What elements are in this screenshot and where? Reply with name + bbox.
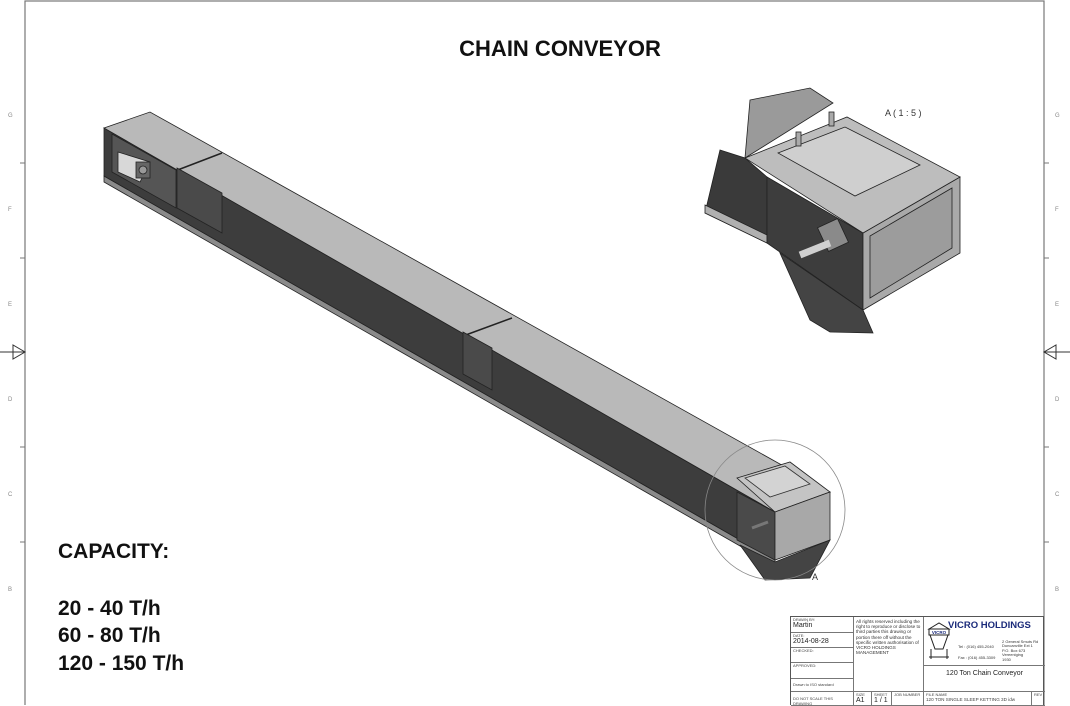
checked-cell: CHECKED: [791,648,854,663]
company-address: 2 General Smuts Rd Duncanville Ext 1 P.O… [1002,639,1039,662]
drawn-by-label: DRAWN BY: [793,617,816,622]
splice-plate [176,167,223,234]
file-name-cell: FILE NAME 120 TON SINGLE SLEEP KETTING 3… [924,692,1032,706]
capacity-range: 60 - 80 T/h [58,624,161,647]
sheet-label: SHEET [874,692,888,697]
rev-label: REV [1034,692,1043,697]
company-cell: VICRO VICRO HOLDINGS Tel : (016) 455-204… [924,617,1045,666]
size-value: A1 [856,697,865,704]
sheet-border [24,0,1045,705]
zone-letter: C [8,492,13,498]
zone-letter: B [8,587,13,593]
zone-letter: D [8,397,13,403]
head-plate [744,465,811,498]
approved-cell: APPROVED: [791,663,854,679]
file-name-value: 120 TON SINGLE SLEEP KETTING 3D idw [926,697,1016,702]
discharge-hopper [739,539,831,581]
address-line: 2 General Smuts Rd [1002,639,1039,644]
detail-circle [704,439,846,581]
file-name-label: FILE NAME [926,692,948,697]
company-logo: VICRO [927,622,951,659]
approved-label: APPROVED: [793,663,817,668]
capacity-range: 20 - 40 T/h [58,597,161,620]
title-block: DRAWN BY: Martin DATE: 2014-08-28 CHECKE… [790,616,1045,706]
centering-arrows [0,344,1070,360]
zone-letter: B [1055,587,1060,593]
detail-shaft [798,239,832,259]
zone-letter: E [8,302,13,308]
sheet-cell: SHEET 1 / 1 [872,692,892,706]
zone-letter: D [1055,397,1060,403]
rights-notice: All rights reserved including the right … [854,617,924,692]
page-title: CHAIN CONVEYOR [459,36,661,61]
standard-cell: Drawn to ISO standard [791,679,854,692]
address-line: Vereeniging [1002,652,1024,658]
zone-letter: C [1055,492,1060,498]
checked-label: CHECKED: [793,648,814,653]
standard-note: Drawn to ISO standard [793,682,834,687]
address-line: P.O. Box 673 [1002,647,1026,653]
address-line: Duncanville Ext 1 [1002,643,1033,649]
capacity-heading: CAPACITY: [58,540,170,563]
address-line: 1930 [1002,656,1011,662]
date-cell: DATE: 2014-08-28 [791,633,854,648]
sheet-value: 1 / 1 [874,697,888,704]
capacity-range: 120 - 150 T/h [58,652,185,675]
zone-letter: G [1055,113,1060,119]
zone-letter: F [8,207,12,213]
company-tel: Tel : (016) 455-2040 [958,644,994,649]
zone-letter: F [1055,207,1059,213]
drawing-title: 120 Ton Chain Conveyor [924,666,1045,692]
date-value: 2014-08-28 [793,638,829,645]
zone-letter: E [1055,302,1060,308]
detail-callout-label: A [812,572,819,582]
company-name: VICRO HOLDINGS [948,620,1031,631]
drawn-by-value: Martin [793,622,813,629]
zone-letter: G [8,113,13,119]
detail-top-plate [777,126,921,197]
drawn-by-cell: DRAWN BY: Martin [791,617,854,633]
conveyor-isometric [103,111,831,581]
no-scale-note: DO NOT SCALE THIS DRAWING [793,696,833,706]
size-cell: SIZE A1 [854,692,872,706]
detail-view-a [704,87,961,334]
company-fax: Fax : (016) 455-3309 [958,655,996,660]
svg-text:VICRO: VICRO [932,630,947,635]
rev-cell: REV [1032,692,1045,706]
head-shaft [751,520,769,530]
detail-label: A ( 1 : 5 ) [885,108,922,118]
detail-hopper [779,251,874,334]
bottom-flange [103,175,776,567]
job-number-label: JOB NUMBER [894,692,921,697]
zone-ticks [20,162,1049,543]
job-number-cell: JOB NUMBER [892,692,924,706]
date-label: DATE: [793,633,805,638]
splice-plate [462,331,493,391]
no-scale-cell: DO NOT SCALE THIS DRAWING [791,692,854,706]
size-label: SIZE [856,692,865,697]
